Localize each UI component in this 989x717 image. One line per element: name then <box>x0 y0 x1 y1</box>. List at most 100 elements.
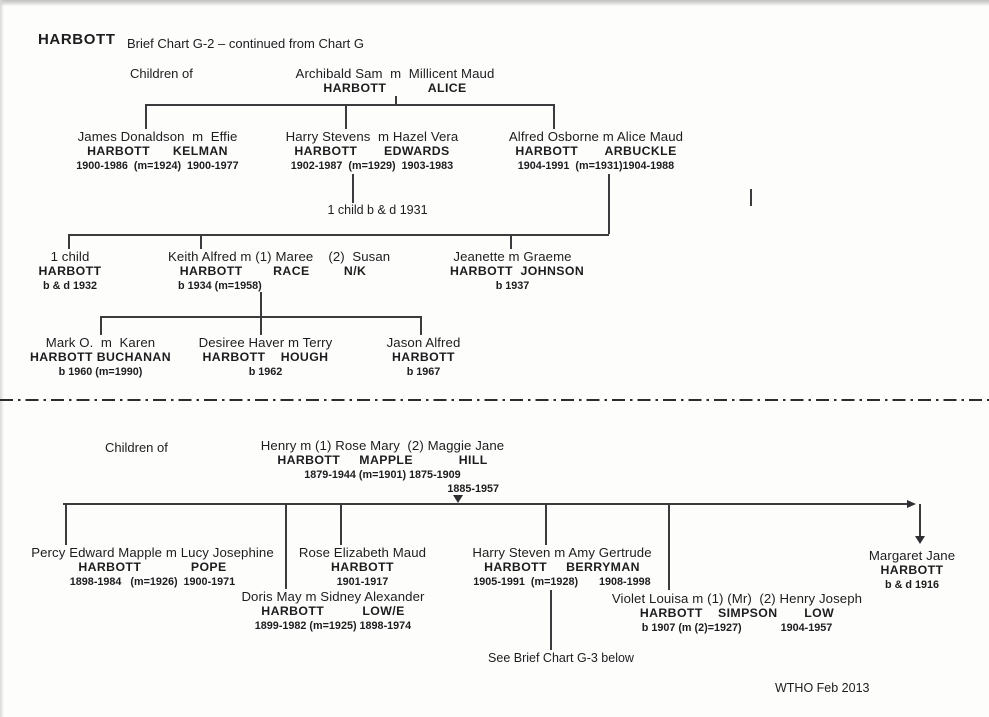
person-surname: HARBOTT LOW/E <box>261 604 405 618</box>
person-dates: b & d 1916 <box>884 579 939 591</box>
person-surname: HARBOTT JOHNSON <box>450 264 585 278</box>
person-name: James Donaldson m Effie <box>77 129 238 144</box>
connector-drop-percy <box>65 503 67 545</box>
person-surname: HARBOTT KELMAN <box>87 144 228 158</box>
page-title: HARBOTT <box>38 31 116 48</box>
person-surname: HARBOTT SIMPSON LOW <box>639 606 835 620</box>
person-name: 1 child <box>50 249 90 264</box>
person-name: Rose Elizabeth Maud <box>298 545 427 560</box>
person-surname: HARBOTT MAPPLE HILL <box>277 453 488 467</box>
person-dates: 1900-1986 (m=1924) 1900-1977 <box>76 160 239 172</box>
note-1-child-1931: 1 child b & d 1931 <box>327 203 428 217</box>
person-desiree-haver: Desiree Haver m Terry HARBOTT HOUGH b 19… <box>188 335 343 379</box>
person-surname: HARBOTT BERRYMAN <box>484 560 640 574</box>
page-subtitle: Brief Chart G-2 – continued from Chart G <box>127 36 364 51</box>
connector-bottom-sibling-line <box>63 503 908 505</box>
person-percy-edward-mapple: Percy Edward Mapple m Lucy Josephine HAR… <box>30 545 275 589</box>
right-arrow-icon <box>907 500 916 508</box>
person-name: Desiree Haver m Terry <box>198 335 333 350</box>
person-name: Archibald Sam m Millicent Maud <box>295 66 495 81</box>
person-dates: b 1934 (m=1958) <box>178 280 262 292</box>
children-of-label-top: Children of <box>130 66 193 81</box>
connector-margaret-down <box>919 504 921 536</box>
scan-artifact-mark <box>750 189 752 206</box>
person-margaret-jane: Margaret Jane HARBOTT b & d 1916 <box>862 548 962 592</box>
person-james-donaldson: James Donaldson m Effie HARBOTT KELMAN 1… <box>65 129 250 173</box>
person-name: Harry Steven m Amy Gertrude <box>472 545 652 560</box>
connector-alfred-down <box>608 174 610 234</box>
person-dates: b 1960 (m=1990) <box>58 366 143 378</box>
person-surname: HARBOTT HOUGH <box>202 350 329 364</box>
connector-drop-alfred <box>553 104 555 129</box>
person-name: Jeanette m Graeme <box>453 249 572 264</box>
note-see-chart-g3: See Brief Chart G-3 below <box>488 651 634 665</box>
connector-drop-harry-steven <box>545 503 547 545</box>
connector-drop-rose <box>340 503 342 545</box>
scan-edge <box>0 0 989 6</box>
person-surname: HARBOTT POPE <box>78 560 227 574</box>
person-dates-second-wife: 1885-1957 <box>447 483 499 495</box>
person-name: Violet Louisa m (1) (Mr) (2) Henry Josep… <box>611 591 863 606</box>
person-mark-o: Mark O. m Karen HARBOTT BUCHANAN b 1960 … <box>28 335 173 379</box>
person-name: Alfred Osborne m Alice Maud <box>508 129 684 144</box>
person-harry-steven: Harry Steven m Amy Gertrude HARBOTT BERR… <box>458 545 666 589</box>
down-arrow-icon <box>453 495 463 503</box>
person-dates: b 1967 <box>406 366 441 378</box>
person-surname: HARBOTT BUCHANAN <box>30 350 171 364</box>
connector-drop-james <box>145 104 147 129</box>
connector-keith-down <box>260 292 262 316</box>
person-surname: HARBOTT <box>880 563 944 577</box>
person-name: Mark O. m Karen <box>45 335 156 350</box>
person-child-1932: 1 child HARBOTT b & d 1932 <box>28 249 112 293</box>
person-name: Jason Alfred <box>386 335 461 350</box>
connector-gen1-sibling-line <box>145 104 553 106</box>
connector-drop-desiree <box>260 316 262 335</box>
person-name: Harry Stevens m Hazel Vera <box>285 129 459 144</box>
person-name: Doris May m Sidney Alexander <box>241 589 425 604</box>
footer-credit: WTHO Feb 2013 <box>775 681 870 695</box>
connector-drop-violet <box>668 503 670 590</box>
person-dates: 1904-1991 (m=1931)1904-1988 <box>517 160 675 172</box>
connector-harry-steven-g3 <box>550 590 552 650</box>
person-violet-louisa: Violet Louisa m (1) (Mr) (2) Henry Josep… <box>601 591 873 635</box>
person-doris-may: Doris May m Sidney Alexander HARBOTT LOW… <box>232 589 434 633</box>
person-name: Margaret Jane <box>868 548 956 563</box>
person-surname: HARBOTT <box>38 264 102 278</box>
connector-drop-harry <box>345 104 347 129</box>
children-of-label-bottom: Children of <box>105 440 168 455</box>
section-divider <box>0 399 989 401</box>
connector-drop-jeanette <box>510 234 512 249</box>
person-rose-elizabeth-maud: Rose Elizabeth Maud HARBOTT 1901-1917 <box>290 545 435 589</box>
person-dates: b 1937 <box>495 280 530 292</box>
person-alfred-osborne: Alfred Osborne m Alice Maud HARBOTT ARBU… <box>501 129 691 173</box>
person-keith-alfred: Keith Alfred m (1) Maree (2) Susan HARBO… <box>168 249 391 293</box>
connector-drop-keith <box>200 234 202 249</box>
person-surname: HARBOTT EDWARDS <box>294 144 450 158</box>
person-archibald-sam-millicent: Archibald Sam m Millicent Maud HARBOTT A… <box>285 66 505 96</box>
person-surname: HARBOTT RACE N/K <box>179 264 367 278</box>
down-arrow-icon <box>915 536 925 544</box>
connector-drop-doris <box>285 503 287 589</box>
connector-drop-child1932 <box>68 234 70 249</box>
person-jeanette: Jeanette m Graeme HARBOTT JOHNSON b 1937 <box>450 249 585 293</box>
person-name: Percy Edward Mapple m Lucy Josephine <box>31 545 274 560</box>
person-dates: 1902-1987 (m=1929) 1903-1983 <box>290 160 454 172</box>
person-surname: HARBOTT ALICE <box>323 81 467 95</box>
connector-gen2-sibling-line <box>68 234 609 236</box>
person-surname: HARBOTT ARBUCKLE <box>515 144 677 158</box>
person-surname: HARBOTT <box>331 560 394 574</box>
person-dates: b 1907 (m (2)=1927) 1904-1957 <box>641 622 833 634</box>
person-dates: b 1962 <box>248 366 283 378</box>
person-dates: 1879-1944 (m=1901) 1875-1909 <box>304 469 461 481</box>
person-jason-alfred: Jason Alfred HARBOTT b 1967 <box>376 335 471 379</box>
person-dates: 1899-1982 (m=1925) 1898-1974 <box>254 620 412 632</box>
person-name: Henry m (1) Rose Mary (2) Maggie Jane <box>260 438 505 453</box>
person-harry-stevens: Harry Stevens m Hazel Vera HARBOTT EDWAR… <box>280 129 464 173</box>
person-dates: b & d 1932 <box>42 280 97 292</box>
connector-drop-mark <box>100 316 102 335</box>
person-name: Keith Alfred m (1) Maree (2) Susan <box>168 249 391 264</box>
person-dates: 1898-1984 (m=1926) 1900-1971 <box>69 576 236 588</box>
scan-edge <box>0 0 4 717</box>
person-dates: 1901-1917 <box>336 576 389 588</box>
